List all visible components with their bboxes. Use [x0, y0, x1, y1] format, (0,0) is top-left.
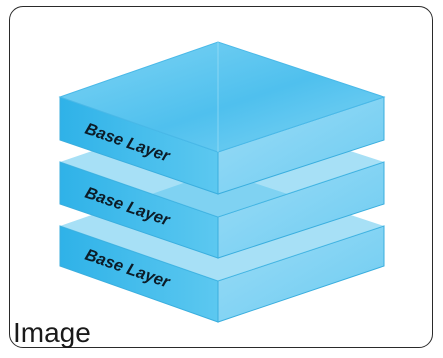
layer-top-face [58, 41, 386, 153]
layer-slab-top: Base Layer [58, 41, 386, 195]
image-caption: Image [13, 317, 91, 348]
